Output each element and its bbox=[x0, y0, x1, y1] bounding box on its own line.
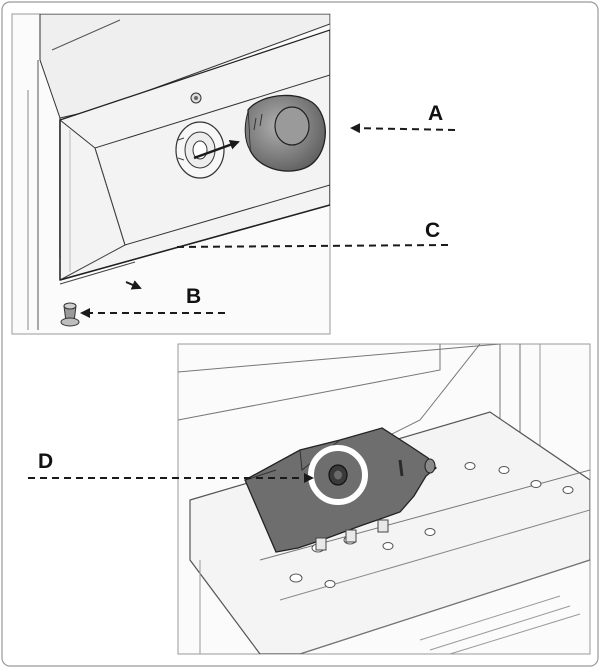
callout-d-label: D bbox=[38, 450, 53, 473]
callout-a-label: A bbox=[428, 102, 443, 125]
control-knob bbox=[244, 94, 326, 172]
knob-removal-arrow bbox=[193, 140, 240, 160]
knob-socket bbox=[175, 121, 225, 179]
callout-c-line bbox=[171, 244, 449, 248]
gas-valve-assembly bbox=[244, 427, 437, 553]
callout-c-label: C bbox=[425, 219, 440, 242]
callout-a-line bbox=[350, 123, 456, 134]
mount-pins bbox=[315, 519, 389, 551]
underside-arrow bbox=[125, 280, 142, 290]
foot-pin bbox=[60, 302, 80, 327]
callout-b-label: B bbox=[186, 285, 201, 308]
top-panel: A C B bbox=[11, 13, 456, 335]
bottom-panel: D bbox=[28, 343, 591, 655]
